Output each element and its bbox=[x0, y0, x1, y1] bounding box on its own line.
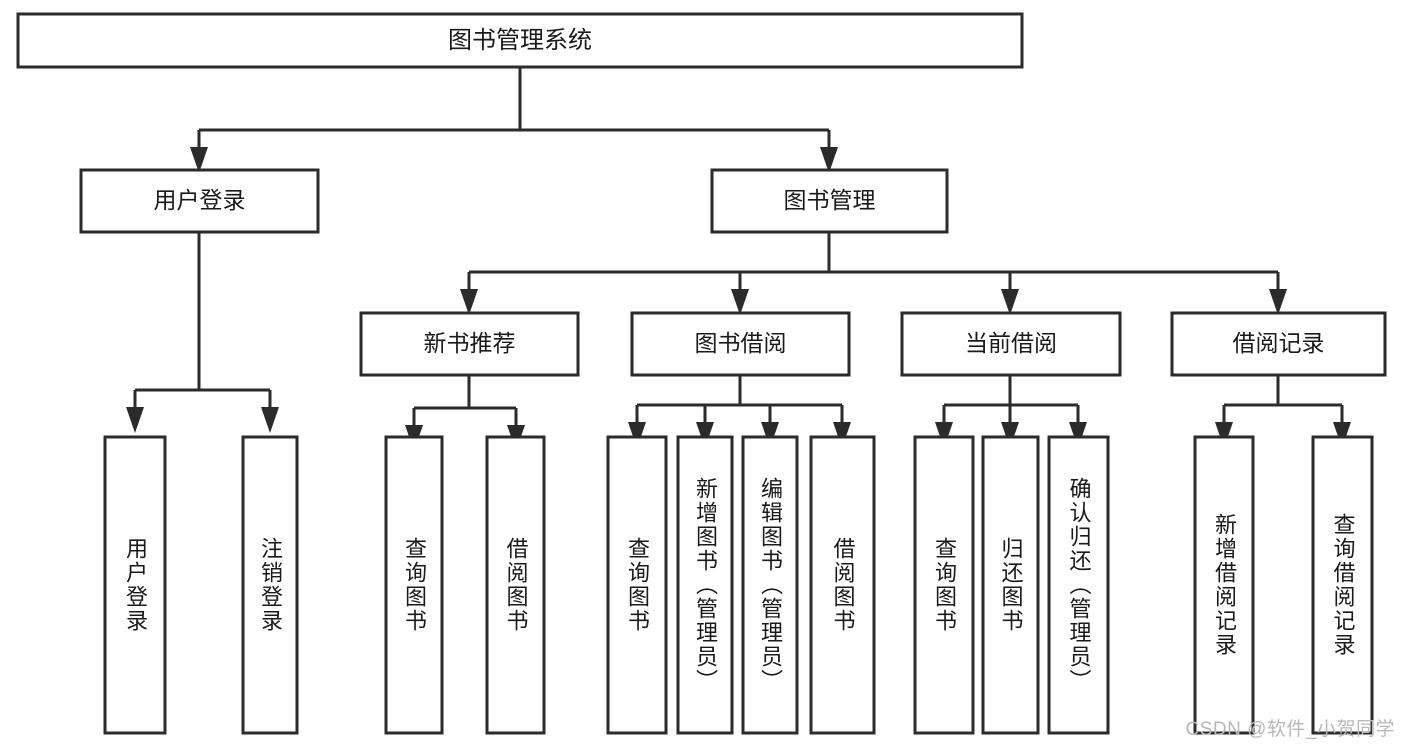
arrow-head-icon bbox=[820, 147, 838, 173]
arrow-head-icon bbox=[261, 407, 279, 433]
connectors-layer bbox=[126, 67, 1351, 451]
node-box-leaf-3[interactable] bbox=[485, 435, 546, 735]
arrow-head-icon bbox=[1001, 289, 1019, 315]
node-box-leaf-2[interactable] bbox=[384, 435, 444, 735]
arrow-head-icon bbox=[628, 422, 646, 448]
csdn-watermark: CSDN @软件_小贺同学 bbox=[1185, 719, 1395, 740]
node-box-level3-0[interactable] bbox=[359, 311, 580, 377]
arrow-head-icon bbox=[935, 422, 953, 448]
boxes-layer bbox=[16, 12, 1387, 735]
node-box-leaf-9[interactable] bbox=[981, 435, 1040, 735]
node-label-level3-0: 新书推荐 bbox=[424, 330, 516, 356]
arrow-head-icon bbox=[731, 289, 749, 315]
arrow-head-icon bbox=[1069, 422, 1087, 448]
node-box-leaf-11[interactable] bbox=[1193, 435, 1255, 735]
node-label-level3-2: 当前借阅 bbox=[965, 330, 1057, 356]
connector-borrow-to-leaves bbox=[628, 375, 851, 448]
node-box-root[interactable] bbox=[16, 12, 1024, 69]
node-box-leaf-7[interactable] bbox=[809, 435, 876, 735]
node-box-leaf-5[interactable] bbox=[676, 435, 734, 735]
node-label-level2-0: 用户登录 bbox=[154, 187, 246, 213]
arrow-head-icon bbox=[761, 422, 779, 448]
arrow-head-icon bbox=[460, 289, 478, 315]
arrow-head-icon bbox=[1269, 289, 1287, 315]
node-label-root: 图书管理系统 bbox=[448, 27, 592, 54]
connector-current-to-leaves bbox=[935, 375, 1087, 448]
node-box-leaf-1[interactable] bbox=[241, 435, 299, 735]
node-box-level2-1[interactable] bbox=[710, 168, 949, 234]
connector-records-to-leaves bbox=[1215, 375, 1351, 448]
node-box-leaf-10[interactable] bbox=[1047, 435, 1110, 735]
connector-level2-login-to-leaves bbox=[126, 232, 279, 433]
node-box-level3-1[interactable] bbox=[630, 311, 851, 377]
node-label-level3-3: 借阅记录 bbox=[1233, 330, 1325, 356]
arrow-head-icon bbox=[126, 407, 144, 433]
arrow-head-icon bbox=[1215, 422, 1233, 448]
arrow-head-icon bbox=[696, 422, 714, 448]
node-box-level3-3[interactable] bbox=[1170, 311, 1387, 377]
connector-level2-bookmgmt-to-l3 bbox=[460, 232, 1287, 315]
arrow-head-icon bbox=[1333, 422, 1351, 448]
node-label-level3-1: 图书借阅 bbox=[695, 330, 787, 356]
connector-root-to-level2 bbox=[190, 67, 838, 173]
node-box-leaf-8[interactable] bbox=[913, 435, 975, 735]
arrow-head-icon bbox=[1001, 422, 1019, 448]
node-box-leaf-4[interactable] bbox=[606, 435, 668, 735]
node-box-leaf-6[interactable] bbox=[741, 435, 799, 735]
arrow-head-icon bbox=[833, 422, 851, 448]
node-box-level3-2[interactable] bbox=[900, 311, 1122, 377]
node-box-leaf-0[interactable] bbox=[103, 435, 167, 735]
node-label-level2-1: 图书管理 bbox=[784, 187, 876, 213]
node-box-level2-0[interactable] bbox=[79, 168, 320, 234]
arrow-head-icon bbox=[190, 147, 208, 173]
node-box-leaf-12[interactable] bbox=[1311, 435, 1374, 735]
